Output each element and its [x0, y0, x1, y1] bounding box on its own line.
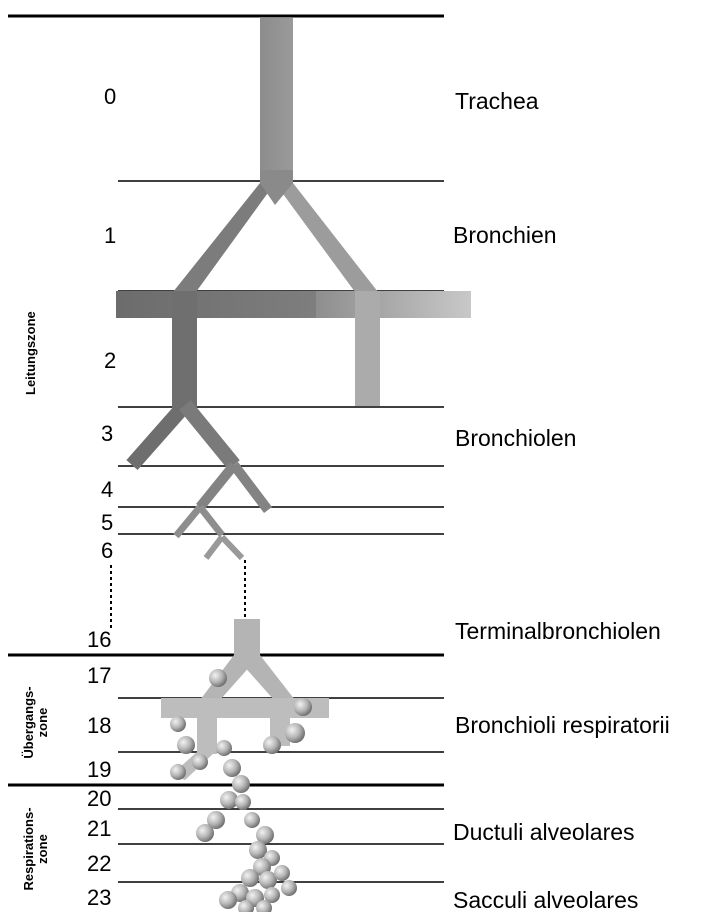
branch-6-right: [222, 537, 242, 558]
gen-22: 22: [87, 851, 111, 877]
zone-respiration-line1: Respirations-: [22, 788, 36, 910]
resp-left-stem: [197, 716, 217, 754]
alveolus-sphere: [294, 698, 312, 716]
branch-5-left: [176, 507, 200, 536]
zone-uebergang-line2: zone: [36, 665, 50, 780]
alveolus-sphere: [170, 764, 186, 780]
terminal-bronchiole: [234, 619, 260, 657]
gen-19: 19: [87, 757, 111, 783]
alveolus-sphere: [223, 759, 241, 777]
zone-uebergangszone: Übergangs- zone: [22, 665, 50, 780]
continuation-dots: [111, 560, 245, 628]
right-bar: [316, 291, 471, 318]
trachea-shape: [260, 18, 293, 183]
alveolus-sphere: [209, 669, 227, 687]
branch-3-left: [132, 405, 185, 465]
gen-1: 1: [104, 223, 116, 249]
gen-3: 3: [101, 421, 113, 447]
alveolus-sphere: [263, 736, 281, 754]
branch-6-left: [206, 537, 222, 558]
branch-5-right: [200, 507, 222, 535]
left-bar: [116, 291, 316, 318]
right-lobar: [355, 291, 380, 406]
zone-uebergang-line1: Übergangs-: [22, 665, 36, 780]
label-ductuli-alveolares: Ductuli alveolares: [453, 819, 635, 846]
label-sacculi-alveolares: Sacculi alveolares: [453, 887, 638, 914]
alveolus-sphere: [170, 716, 186, 732]
left-main-bronchus: [173, 183, 275, 292]
gen-18: 18: [87, 713, 111, 739]
left-lobar: [172, 291, 197, 409]
alveolus-sphere: [241, 869, 259, 887]
alveolus-sphere: [285, 723, 305, 743]
alveolus-sphere: [216, 740, 232, 756]
gen-17: 17: [87, 663, 111, 689]
label-terminalbronchiolen: Terminalbronchiolen: [455, 618, 661, 645]
zone-leitung-text: Leitungszone: [23, 311, 38, 395]
label-trachea: Trachea: [455, 88, 539, 115]
airway-conducting: [116, 18, 471, 558]
respiratory-fork-right: [234, 655, 295, 700]
gen-4: 4: [101, 477, 113, 503]
gen-20: 20: [87, 786, 111, 812]
branch-3-right: [185, 405, 234, 465]
gen-23: 23: [87, 885, 111, 911]
alveolus-sphere: [219, 891, 237, 909]
zone-respiration-line2: zone: [36, 788, 50, 910]
alveolus-sphere: [281, 880, 297, 896]
zone-leitungszone: Leitungszone: [24, 311, 38, 395]
zone-respirationszone: Respirations- zone: [22, 788, 50, 910]
gen-5: 5: [101, 510, 113, 536]
gen-6: 6: [101, 538, 113, 564]
right-main-bronchus: [275, 183, 378, 292]
alveolus-sphere: [192, 754, 208, 770]
label-bronchiolen: Bronchiolen: [455, 425, 576, 452]
gen-2: 2: [104, 348, 116, 374]
alveolus-sphere: [232, 775, 250, 793]
label-bronchioli-respiratorii: Bronchioli respiratorii: [455, 712, 670, 739]
gen-16: 16: [87, 627, 111, 653]
branch-4-left: [200, 465, 234, 507]
gen-0: 0: [104, 84, 116, 110]
alveolus-sphere: [244, 812, 260, 828]
alveolus-sphere: [235, 794, 251, 810]
branch-4-right: [234, 465, 268, 510]
alveolus-sphere: [177, 736, 195, 754]
alveolus-sphere: [196, 824, 214, 842]
alveolus-sphere: [274, 865, 290, 881]
label-bronchien: Bronchien: [453, 222, 557, 249]
gen-21: 21: [87, 816, 111, 842]
